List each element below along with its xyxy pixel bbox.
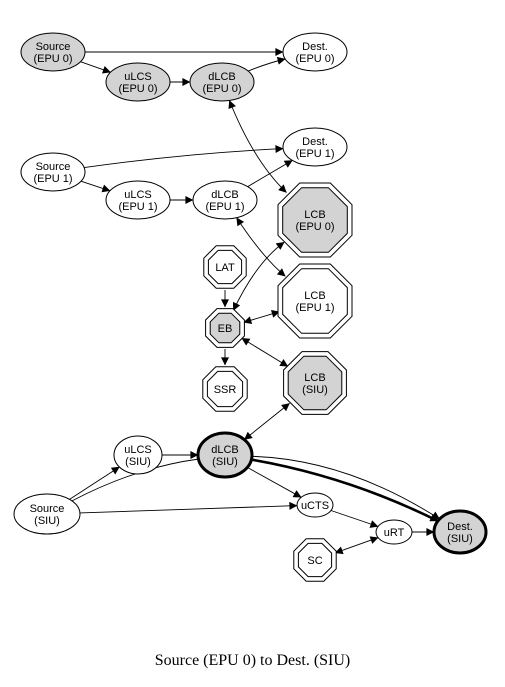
edge-dlcb-epu0-to-dest-epu0 [248, 56, 286, 72]
node-ucts: uCTS [296, 492, 334, 518]
edge-dlcb-epu1-to-dest-epu1 [247, 160, 293, 187]
edge-dlcb-siu-to-ucts [247, 467, 302, 498]
node-label: uLCS [124, 444, 152, 456]
node-label: uLCS [124, 189, 152, 201]
node-eb: EB [205, 308, 245, 348]
edge-dlcb-siu-to-dest-siu [251, 458, 439, 523]
node-label: (EPU 1) [295, 148, 334, 160]
node-dlcb-epu1: dLCB(EPU 1) [192, 180, 258, 220]
node-label: LCB [304, 209, 325, 221]
node-label: Source [36, 41, 71, 53]
node-label: dLCB [211, 189, 239, 201]
edge-src-epu1-to-dest-epu1 [84, 144, 284, 169]
node-dlcb-siu: dLCB(SIU) [196, 431, 254, 479]
node-urt: uRT [375, 519, 413, 545]
node-label: SC [307, 555, 322, 567]
node-label: (EPU 0) [33, 53, 72, 65]
node-lcb-epu0: LCB(EPU 0) [277, 182, 353, 258]
node-label: (EPU 0) [202, 83, 241, 95]
node-label: (EPU 1) [205, 201, 244, 213]
node-label: uRT [384, 527, 405, 539]
edge-src-siu-to-ulcs-siu [69, 466, 120, 500]
node-dest-siu: Dest.(SIU) [432, 509, 488, 555]
edge-src-siu-to-ucts [79, 501, 298, 514]
edges [69, 48, 440, 555]
edge-src-epu1-to-ulcs-epu1 [80, 180, 111, 193]
node-label: LCB [304, 372, 325, 384]
node-ssr: SSR [202, 366, 248, 412]
node-lat: LAT [203, 245, 247, 289]
edge-src-siu-to-dest-siu [71, 455, 440, 520]
edge-ucts-to-urt [330, 510, 379, 528]
node-label: uCTS [301, 500, 329, 512]
node-label: (SIU) [125, 456, 151, 468]
node-label: (EPU 0) [295, 53, 334, 65]
node-label: dLCB [211, 444, 239, 456]
nodes: Source(EPU 0)uLCS(EPU 0)dLCB(EPU 0)Dest.… [13, 32, 488, 582]
node-label: SSR [214, 384, 237, 396]
node-label: Dest. [302, 136, 328, 148]
node-ulcs-epu0: uLCS(EPU 0) [105, 62, 171, 102]
node-src-epu0: Source(EPU 0) [20, 32, 86, 72]
edge-dlcb-siu-to-lcb-siu [243, 403, 290, 440]
node-label: (EPU 0) [295, 221, 334, 233]
node-label: (SIU) [447, 533, 473, 545]
node-lcb-epu1: LCB(EPU 1) [277, 263, 353, 339]
node-label: Source [36, 161, 71, 173]
edge-eb-to-lcb-epu0 [232, 241, 285, 311]
node-dest-epu1: Dest.(EPU 1) [282, 127, 348, 167]
node-label: EB [218, 323, 233, 335]
node-ulcs-epu1: uLCS(EPU 1) [105, 180, 171, 220]
node-label: (SIU) [212, 456, 238, 468]
node-label: Dest. [447, 521, 473, 533]
edge-dlcb-epu0-to-lcb-epu0 [228, 100, 287, 193]
node-label: Dest. [302, 41, 328, 53]
node-label: (EPU 1) [118, 201, 157, 213]
edge-eb-to-lcb-epu1 [243, 310, 280, 325]
edge-eb-to-lcb-siu [241, 337, 289, 367]
figure-caption: Source (EPU 0) to Dest. (SIU) [154, 652, 351, 669]
node-dlcb-epu0: dLCB(EPU 0) [189, 62, 255, 102]
node-label: LAT [215, 262, 235, 274]
node-label: (EPU 1) [33, 173, 72, 185]
node-src-epu1: Source(EPU 1) [20, 152, 86, 192]
node-label: (EPU 1) [295, 302, 334, 314]
node-label: dLCB [208, 71, 236, 83]
node-label: LCB [304, 290, 325, 302]
node-src-siu: Source(SIU) [13, 493, 81, 535]
node-sc: SC [293, 538, 337, 582]
node-label: uLCS [124, 71, 152, 83]
node-label: (SIU) [34, 515, 60, 527]
node-label: (EPU 0) [118, 83, 157, 95]
node-lcb-siu: LCB(SIU) [283, 351, 347, 415]
node-dest-epu0: Dest.(EPU 0) [282, 32, 348, 72]
edge-sc-to-urt [334, 536, 379, 555]
node-label: (SIU) [302, 384, 328, 396]
node-label: Source [30, 503, 65, 515]
edge-src-epu0-to-ulcs-epu0 [80, 61, 111, 74]
node-ulcs-siu: uLCS(SIU) [113, 435, 163, 475]
